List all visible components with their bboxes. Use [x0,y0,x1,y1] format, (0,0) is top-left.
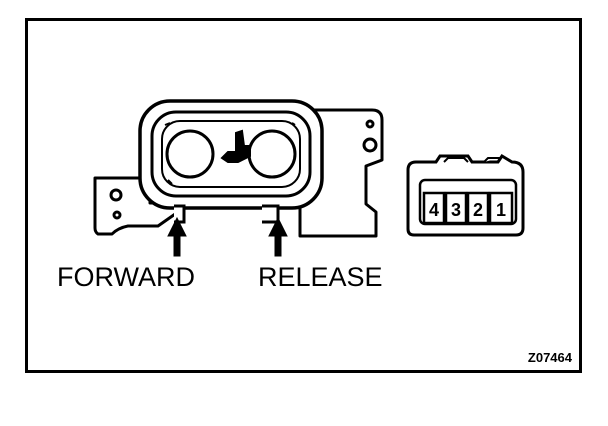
pin-cell-2 [466,191,490,225]
release-arrow [268,216,288,257]
release-label: RELEASE [258,262,383,292]
figure-code: Z07464 [527,350,572,365]
connector [406,153,525,237]
pin-label-3: 3 [451,200,461,220]
pin-label-1: 1 [496,200,506,220]
forward-label: FORWARD [57,262,195,292]
pin-label-2: 2 [473,200,483,220]
pin-cell-1 [488,191,514,225]
forward-arrow [167,216,187,257]
pin-labels: 4 3 2 1 [429,200,506,220]
pin-cell-4 [422,191,446,225]
switch-buttons [165,129,297,179]
pin-cell-3 [444,191,468,225]
lever-icon [220,129,251,163]
bracket-holes [109,119,378,220]
pin-label-4: 4 [429,200,439,220]
